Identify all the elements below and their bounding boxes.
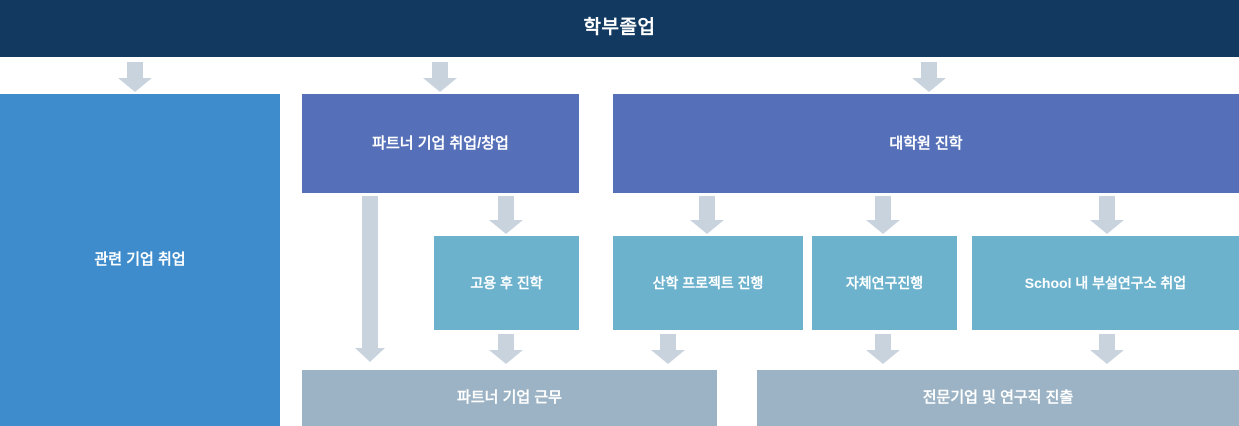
arrow-partner-employment-to-partner-work <box>355 196 385 362</box>
arrow-grad-school-to-school-institute <box>1090 196 1124 234</box>
own-research-box: 자체연구진행 <box>812 236 957 330</box>
arrow-header-to-grad-school <box>912 62 946 92</box>
arrow-own-research-to-professional-career <box>866 334 900 364</box>
arrow-grad-school-to-own-research <box>866 196 900 234</box>
professional-career-box: 전문기업 및 연구직 진출 <box>757 370 1239 426</box>
partner-work-box: 파트너 기업 근무 <box>302 370 717 426</box>
arrow-industry-project-to-professional-career <box>651 334 685 364</box>
grad-school-box: 대학원 진학 <box>613 94 1239 193</box>
industry-project-box: 산학 프로젝트 진행 <box>613 236 803 330</box>
employ-then-study-box: 고용 후 진학 <box>434 236 579 330</box>
partner-employment-box: 파트너 기업 취업/창업 <box>302 94 579 193</box>
arrow-grad-school-to-industry-project <box>690 196 724 234</box>
left-track-employment-box: 관련 기업 취업 <box>0 94 280 426</box>
school-institute-box: School 내 부설연구소 취업 <box>972 236 1239 330</box>
arrow-employ-then-study-to-partner-work <box>489 334 523 364</box>
arrow-partner-employment-to-employ-then-study <box>489 196 523 234</box>
arrow-header-to-partner-employment <box>423 62 457 92</box>
arrow-school-institute-to-professional-career <box>1090 334 1124 364</box>
arrow-header-to-left-track <box>118 62 152 92</box>
header-graduation-box: 학부졸업 <box>0 0 1239 57</box>
